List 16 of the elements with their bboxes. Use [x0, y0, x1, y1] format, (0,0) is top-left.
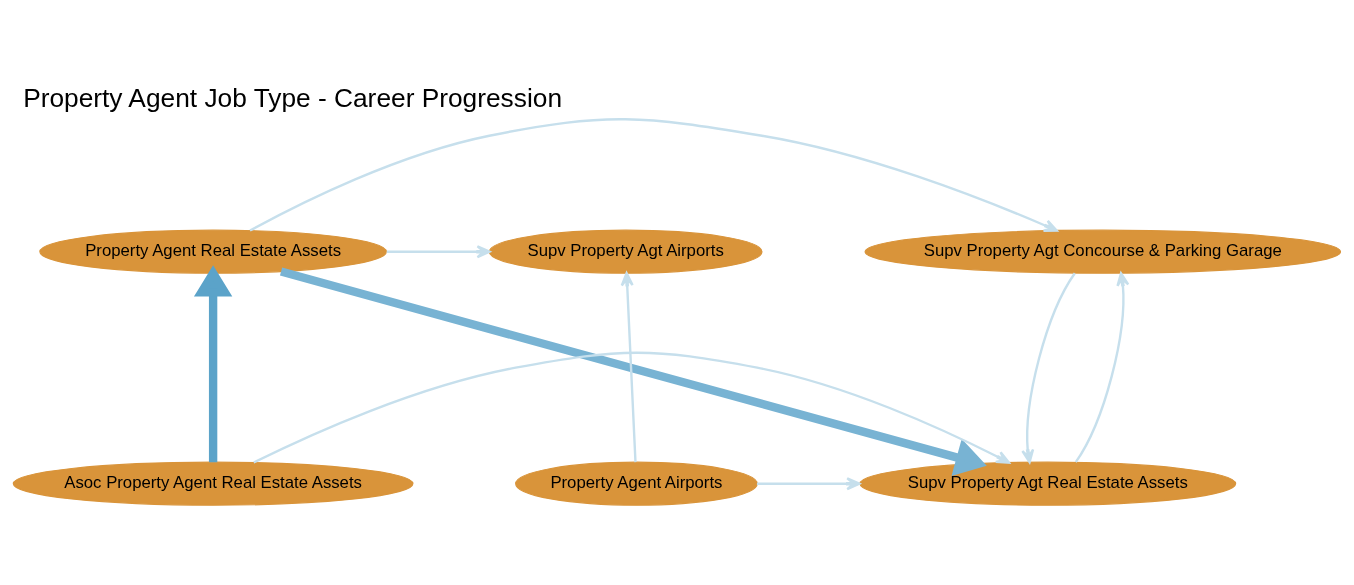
node-ellipse: Property Agent Real Estate Assets [39, 229, 387, 274]
node-ellipse: Supv Property Agt Airports [488, 229, 763, 274]
node-ellipse: Property Agent Airports [515, 461, 758, 506]
arrow [193, 264, 233, 462]
arrow [249, 117, 1058, 232]
node-ellipse: Supv Property Agt Concourse & Parking Garage [864, 229, 1342, 274]
arrow [279, 267, 987, 476]
arrow [1021, 272, 1076, 463]
diagram-title: Property Agent Job Type - Career Progression [23, 82, 563, 113]
arrow [620, 271, 637, 462]
arrow [253, 351, 1011, 464]
node-ellipse: Asoc Property Agent Real Estate Assets [12, 461, 414, 506]
node-ellipse: Supv Property Agt Real Estate Assets [859, 461, 1237, 506]
arrow [756, 476, 861, 490]
arrow [1074, 271, 1130, 463]
arrow [386, 244, 491, 258]
